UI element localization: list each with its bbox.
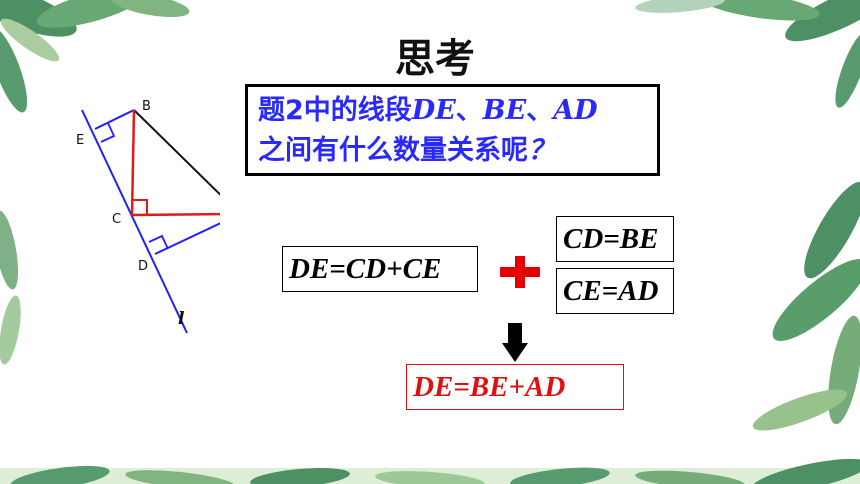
segment-name-be: BE [482,95,527,126]
question-prefix: 题2中的线段 [258,95,412,126]
separator-2: 、 [526,95,554,126]
line-label-l: l [178,309,185,329]
point-label-b: B [142,99,151,114]
right-angle-mark-c [132,199,148,215]
separator-1: 、 [455,95,483,126]
segment-ad [154,222,220,255]
segment-name-de: DE [411,95,456,126]
line-l [81,109,188,334]
question-mark: ？ [528,135,555,166]
segment-be [94,109,135,130]
equation-de-cd-ce: DE=CD+CE [282,246,478,292]
question-body: 之间有什么数量关系呢 [258,135,528,166]
point-label-c: C [112,212,121,227]
question-box: 题2中的线段DE、BE、AD 之间有什么数量关系呢？ [245,84,660,176]
point-label-d: D [138,259,148,274]
plus-icon [500,256,540,288]
slide-title: 思考 [395,36,475,82]
equation-ce-ad: CE=AD [556,268,674,314]
segment-ba [133,109,220,196]
question-line-1: 题2中的线段DE、BE、AD [258,91,647,131]
equation-result: DE=BE+AD [406,364,624,410]
right-angle-mark-e [100,122,116,143]
segment-name-ad: AD [553,95,598,126]
segment-bc [130,109,136,216]
segment-ca [131,212,220,217]
equation-cd-be: CD=BE [556,216,674,262]
point-label-e: E [76,133,84,148]
right-angle-mark-d [148,234,169,250]
question-line-2: 之间有什么数量关系呢？ [258,131,647,171]
geometry-figure: B E C A D l [76,99,220,334]
down-arrow-icon [502,323,528,362]
